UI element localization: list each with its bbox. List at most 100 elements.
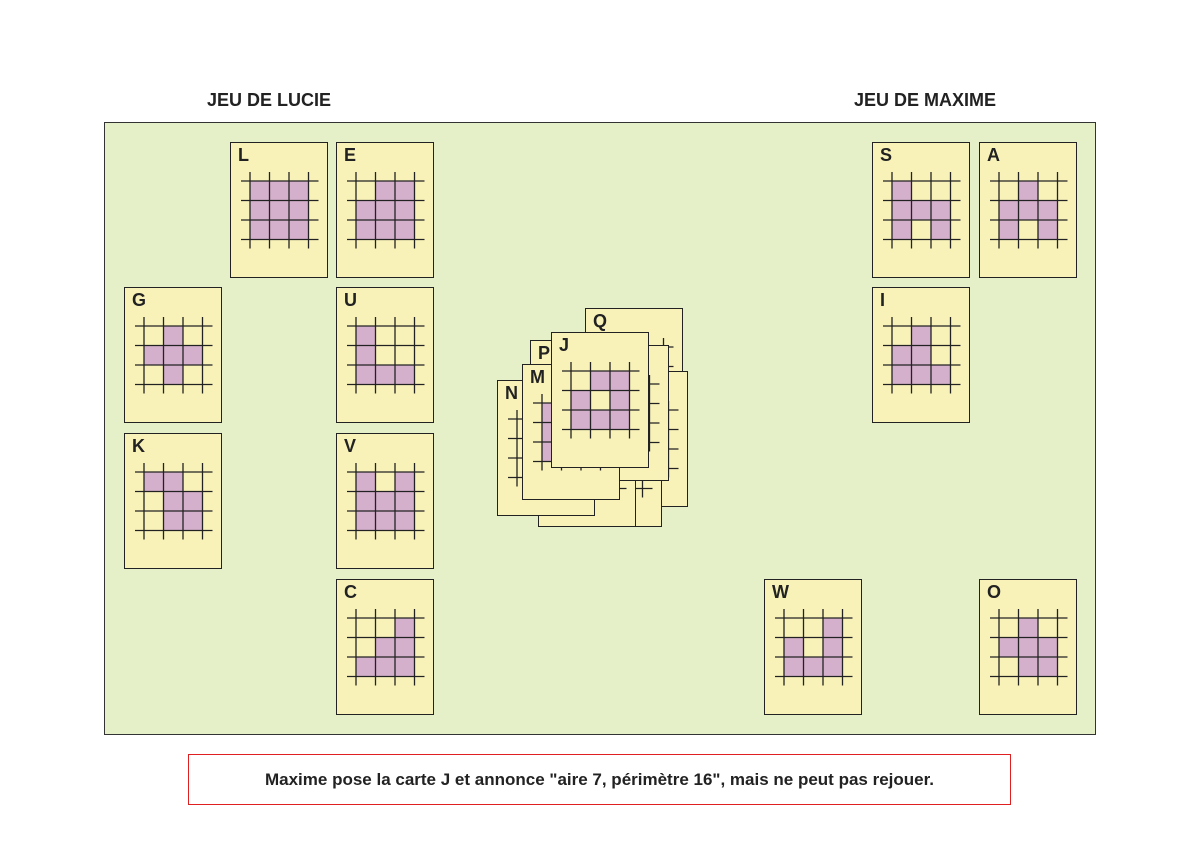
shaded-cell xyxy=(183,345,203,365)
shaded-cell xyxy=(269,200,289,220)
shaded-cell xyxy=(356,491,376,511)
shaded-cell xyxy=(250,200,270,220)
shaded-cell xyxy=(356,326,376,346)
shaded-cell xyxy=(375,365,395,385)
card-grid xyxy=(241,172,319,249)
shaded-cell xyxy=(823,637,843,657)
player-title-lucie: JEU DE LUCIE xyxy=(206,90,332,110)
card-letter: O xyxy=(987,582,1002,602)
shaded-cell xyxy=(571,390,591,410)
shaded-cell xyxy=(375,657,395,677)
shaded-cell xyxy=(163,345,183,365)
shaded-cell xyxy=(356,220,376,240)
shaded-cell xyxy=(911,365,931,385)
shaded-cell xyxy=(590,371,610,391)
card-grid xyxy=(883,172,961,249)
shaded-cell xyxy=(892,200,912,220)
shaded-cell xyxy=(375,220,395,240)
card-letter: V xyxy=(344,436,357,456)
shaded-cell xyxy=(356,472,376,492)
shaded-cell xyxy=(911,200,931,220)
player-title-maxime: JEU DE MAXIME xyxy=(853,90,997,110)
shaded-cell xyxy=(823,657,843,677)
card-grid xyxy=(990,609,1068,686)
card-grid xyxy=(347,172,425,249)
card-letter: K xyxy=(132,436,145,456)
shaded-cell xyxy=(356,345,376,365)
card-letter: G xyxy=(132,290,147,310)
card-u: U xyxy=(336,287,434,423)
card-grid xyxy=(347,609,425,686)
card-grid xyxy=(135,463,213,540)
card-i: I xyxy=(872,287,970,423)
card-grid xyxy=(990,172,1068,249)
shaded-cell xyxy=(610,390,630,410)
card-e: E xyxy=(336,142,434,278)
shaded-cell xyxy=(803,657,823,677)
card-g: G xyxy=(124,287,222,423)
card-grid xyxy=(135,317,213,394)
shaded-cell xyxy=(250,220,270,240)
shaded-cell xyxy=(892,345,912,365)
card-letter: S xyxy=(880,145,893,165)
card-k: K xyxy=(124,433,222,569)
shaded-cell xyxy=(571,410,591,430)
card-c: C xyxy=(336,579,434,715)
shaded-cell xyxy=(395,657,415,677)
card-grid xyxy=(775,609,853,686)
card-w: W xyxy=(764,579,862,715)
shaded-cell xyxy=(250,181,270,201)
shaded-cell xyxy=(999,220,1019,240)
shaded-cell xyxy=(1018,657,1038,677)
shaded-cell xyxy=(892,220,912,240)
card-j: J xyxy=(551,332,649,468)
shaded-cell xyxy=(1038,637,1058,657)
shaded-cell xyxy=(610,410,630,430)
card-o: O xyxy=(979,579,1077,715)
shaded-cell xyxy=(289,181,309,201)
shaded-cell xyxy=(163,472,183,492)
card-letter: E xyxy=(344,145,357,165)
shaded-cell xyxy=(183,511,203,531)
caption-box: Maxime pose la carte J et annonce "aire … xyxy=(188,754,1011,805)
card-letter: Q xyxy=(593,311,608,331)
shaded-cell xyxy=(183,491,203,511)
shaded-cell xyxy=(1018,181,1038,201)
shaded-cell xyxy=(784,637,804,657)
shaded-cell xyxy=(375,200,395,220)
shaded-cell xyxy=(911,345,931,365)
shaded-cell xyxy=(931,365,951,385)
caption-text: Maxime pose la carte J et annonce "aire … xyxy=(264,769,935,789)
shaded-cell xyxy=(1018,637,1038,657)
shaded-cell xyxy=(269,220,289,240)
shaded-cell xyxy=(1038,657,1058,677)
shaded-cell xyxy=(356,365,376,385)
card-grid xyxy=(347,317,425,394)
card-s: S xyxy=(872,142,970,278)
shaded-cell xyxy=(289,220,309,240)
shaded-cell xyxy=(163,365,183,385)
card-letter: L xyxy=(238,145,249,165)
shaded-cell xyxy=(163,491,183,511)
shaded-cell xyxy=(375,181,395,201)
card-letter: J xyxy=(559,335,570,355)
card-grid xyxy=(562,362,640,439)
shaded-cell xyxy=(395,200,415,220)
card-letter: W xyxy=(772,582,789,602)
shaded-cell xyxy=(163,511,183,531)
shaded-cell xyxy=(911,326,931,346)
shaded-cell xyxy=(931,200,951,220)
shaded-cell xyxy=(1038,200,1058,220)
shaded-cell xyxy=(395,491,415,511)
shaded-cell xyxy=(823,618,843,638)
shaded-cell xyxy=(356,511,376,531)
card-letter: A xyxy=(987,145,1000,165)
shaded-cell xyxy=(375,491,395,511)
shaded-cell xyxy=(784,657,804,677)
shaded-cell xyxy=(395,637,415,657)
shaded-cell xyxy=(375,511,395,531)
shaded-cell xyxy=(931,220,951,240)
card-a: A xyxy=(979,142,1077,278)
shaded-cell xyxy=(289,200,309,220)
